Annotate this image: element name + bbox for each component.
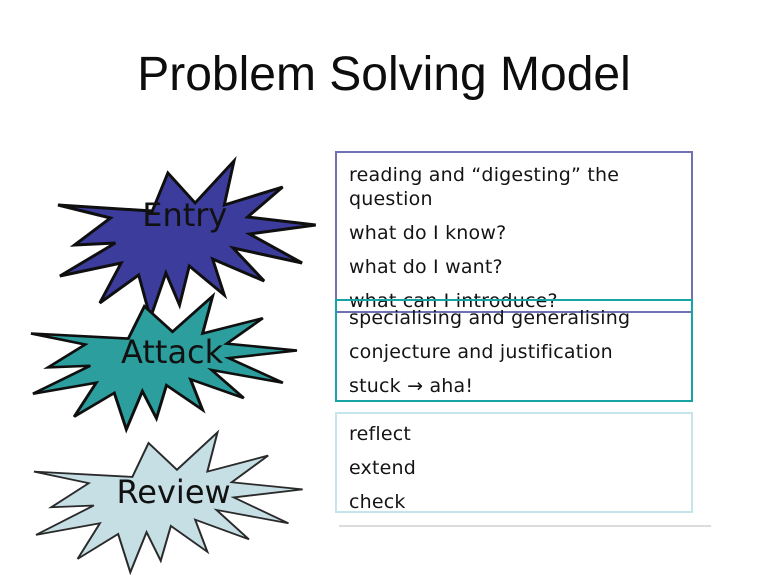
note-line: conjecture and justification	[349, 341, 613, 363]
note-line: reflect	[349, 423, 412, 445]
attack-notes-box: specialising and generalising conjecture…	[335, 299, 693, 402]
note-line: specialising and generalising	[349, 307, 631, 329]
starburst-icon	[30, 291, 298, 434]
review-stage-label: Review	[116, 473, 231, 512]
note-line: extend	[349, 457, 417, 479]
starburst-icon	[57, 156, 316, 323]
note-line: what do I know?	[349, 222, 507, 244]
starburst-icon	[33, 429, 303, 576]
review-notes-box: reflect extend check	[335, 412, 693, 513]
note-line: what can I introduce?	[349, 290, 558, 312]
entry-stage-label: Entry	[142, 195, 228, 234]
attack-stage-label: Attack	[121, 333, 224, 372]
note-line: reading and “digesting” the question	[349, 164, 620, 210]
note-line: check	[349, 491, 406, 513]
review-stage-shape: Review	[33, 427, 329, 576]
entry-notes-box: reading and “digesting” the question wha…	[335, 151, 693, 313]
entry-stage-shape: Entry	[57, 155, 341, 323]
note-line: stuck → aha!	[349, 375, 474, 397]
note-line: what do I want?	[349, 256, 503, 278]
slide-title: Problem Solving Model	[137, 48, 631, 101]
faint-divider-line	[339, 525, 711, 527]
attack-stage-shape: Attack	[30, 291, 323, 434]
